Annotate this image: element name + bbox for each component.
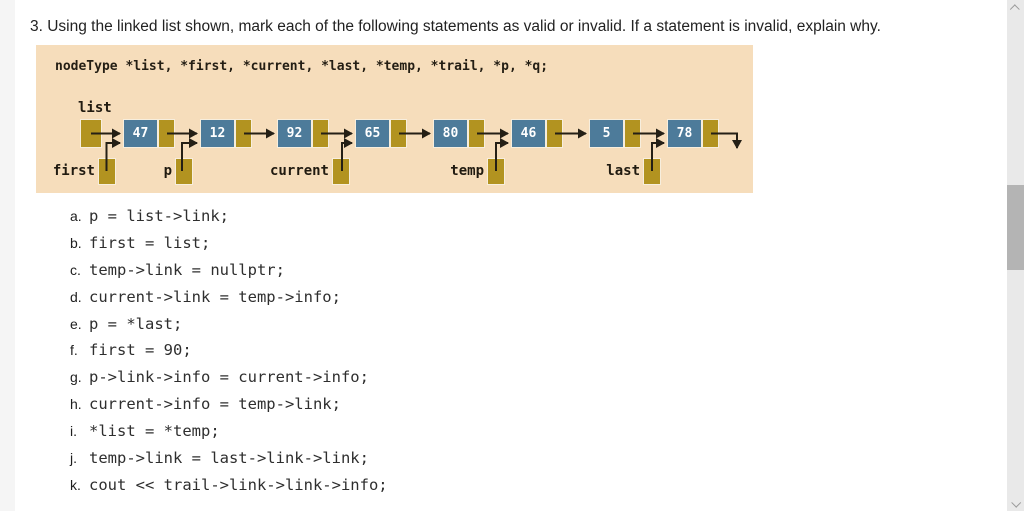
statement-letter: b. <box>70 234 82 251</box>
list-node: 46 <box>511 119 563 148</box>
statement-letter: j. <box>70 450 77 467</box>
statement-row: c. temp->link = nullptr; <box>70 257 388 284</box>
statement-letter: i. <box>70 423 77 440</box>
statement-row: a. p = list->link; <box>70 203 388 230</box>
statement-row: f. first = 90; <box>70 337 388 364</box>
statement-code: p = *last; <box>89 314 183 333</box>
pointer-box-temp <box>487 158 505 185</box>
statement-letter: d. <box>70 288 82 305</box>
statement-letter: a. <box>70 208 82 224</box>
pointer-label-p: p <box>163 163 172 179</box>
pointer-declaration: nodeType *list, *first, *current, *last,… <box>55 59 549 74</box>
left-gutter <box>0 0 15 511</box>
statement-row: i. *list = *temp; <box>70 418 388 445</box>
list-node: 78 <box>667 119 719 148</box>
node-info-cell: 92 <box>277 119 312 148</box>
statement-code: p = list->link; <box>89 207 229 225</box>
linked-list-figure: nodeType *list, *first, *current, *last,… <box>36 45 753 193</box>
node-link-cell <box>624 119 641 148</box>
statement-row: e. p = *last; <box>70 311 388 338</box>
statement-letter: h. <box>70 396 82 413</box>
list-node: 65 <box>355 119 407 148</box>
node-info-cell: 12 <box>200 119 235 148</box>
list-pointer-box <box>80 119 102 148</box>
statement-code: current->link = temp->info; <box>89 287 341 306</box>
statement-code: first = 90; <box>89 341 192 360</box>
list-node: 80 <box>433 119 485 148</box>
node-info-cell: 5 <box>589 119 624 148</box>
list-pointer-label: list <box>78 100 112 116</box>
scrollbar-down-button[interactable] <box>1007 495 1024 511</box>
statement-letter: f. <box>70 342 78 359</box>
pointer-label-first: first <box>52 163 95 179</box>
pointer-label-current: current <box>269 163 329 179</box>
statement-row: d. current->link = temp->info; <box>70 284 388 311</box>
node-link-cell <box>158 119 175 148</box>
statement-row: k. cout << trail->link->link->info; <box>70 472 388 499</box>
question-title: 3. Using the linked list shown, mark eac… <box>30 18 881 35</box>
node-info-cell: 65 <box>355 119 390 148</box>
statement-letter: g. <box>70 369 82 386</box>
node-link-cell <box>468 119 485 148</box>
list-node: 47 <box>123 119 175 148</box>
statements-list: a. p = list->link; b. first = list; c. temp… <box>70 203 388 499</box>
pointer-label-last: last <box>606 163 640 179</box>
statement-code: first = list; <box>89 233 211 252</box>
list-node: 92 <box>277 119 329 148</box>
node-link-cell <box>390 119 407 148</box>
node-info-cell: 80 <box>433 119 468 148</box>
pointer-box-first <box>98 158 116 185</box>
node-info-cell: 47 <box>123 119 158 148</box>
pointer-box-p <box>175 158 193 185</box>
statement-code: *list = *temp; <box>89 422 220 441</box>
chevron-up-icon <box>1009 3 1020 14</box>
statement-row: j. temp->link = last->link->link; <box>70 445 388 472</box>
scrollbar-thumb[interactable] <box>1007 185 1024 270</box>
statement-row: h. current->info = temp->link; <box>70 391 388 418</box>
statement-row: g. p->link->info = current->info; <box>70 364 388 391</box>
list-node: 5 <box>589 119 641 148</box>
chevron-down-icon <box>1011 497 1022 508</box>
statement-code: temp->link = last->link->link; <box>89 449 369 468</box>
list-node: 12 <box>200 119 252 148</box>
node-link-cell <box>702 119 719 148</box>
scrollbar-up-button[interactable] <box>1007 0 1024 16</box>
statement-letter: k. <box>70 476 81 493</box>
statement-row: b. first = list; <box>70 230 388 257</box>
node-link-cell <box>235 119 252 148</box>
statement-code: temp->link = nullptr; <box>89 260 285 279</box>
statement-letter: c. <box>70 261 81 278</box>
statement-code: cout << trail->link->link->info; <box>89 475 388 494</box>
node-info-cell: 78 <box>667 119 702 148</box>
statement-code: current->info = temp->link; <box>89 395 341 414</box>
pointer-box-last <box>643 158 661 185</box>
node-link-cell <box>312 119 329 148</box>
pointer-box-current <box>332 158 350 185</box>
vertical-scrollbar[interactable] <box>1007 0 1024 511</box>
statement-code: p->link->info = current->info; <box>89 368 369 387</box>
pointer-label-temp: temp <box>450 163 484 179</box>
node-link-cell <box>546 119 563 148</box>
statement-letter: e. <box>70 315 82 332</box>
node-info-cell: 46 <box>511 119 546 148</box>
